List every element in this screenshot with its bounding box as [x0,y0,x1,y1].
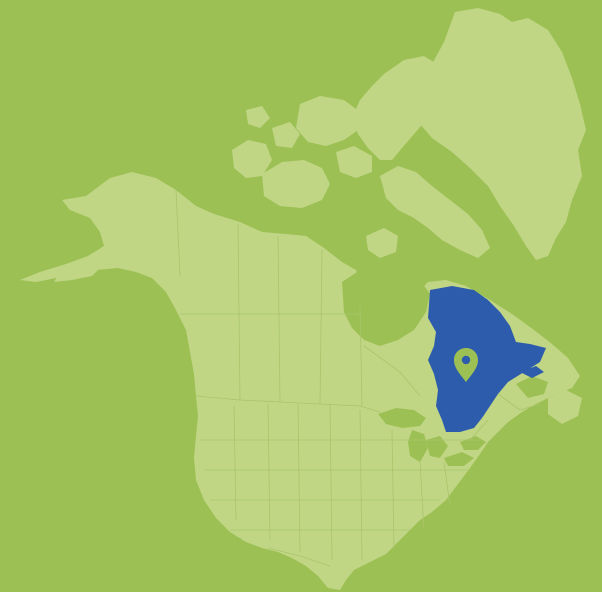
banks-island [232,140,272,178]
hudson-bay [342,266,430,346]
location-pin-dot [461,355,471,365]
southampton-island [366,228,398,258]
location-pin-icon[interactable] [454,348,478,382]
great-lakes [378,408,486,466]
baffin-island [380,166,490,258]
alaska-peninsula [54,266,100,282]
mainland-north-america [20,172,580,590]
quebec-region[interactable] [428,286,546,432]
greenland [412,8,586,260]
arctic-islands-cluster [246,106,372,178]
political-borders [175,189,541,567]
gulf-of-st-lawrence [516,376,548,398]
victoria-island [262,160,330,208]
ellesmere-island [352,56,446,160]
newfoundland [548,390,582,424]
baffin-north-islands [296,96,360,146]
anticosti-island [520,366,544,378]
